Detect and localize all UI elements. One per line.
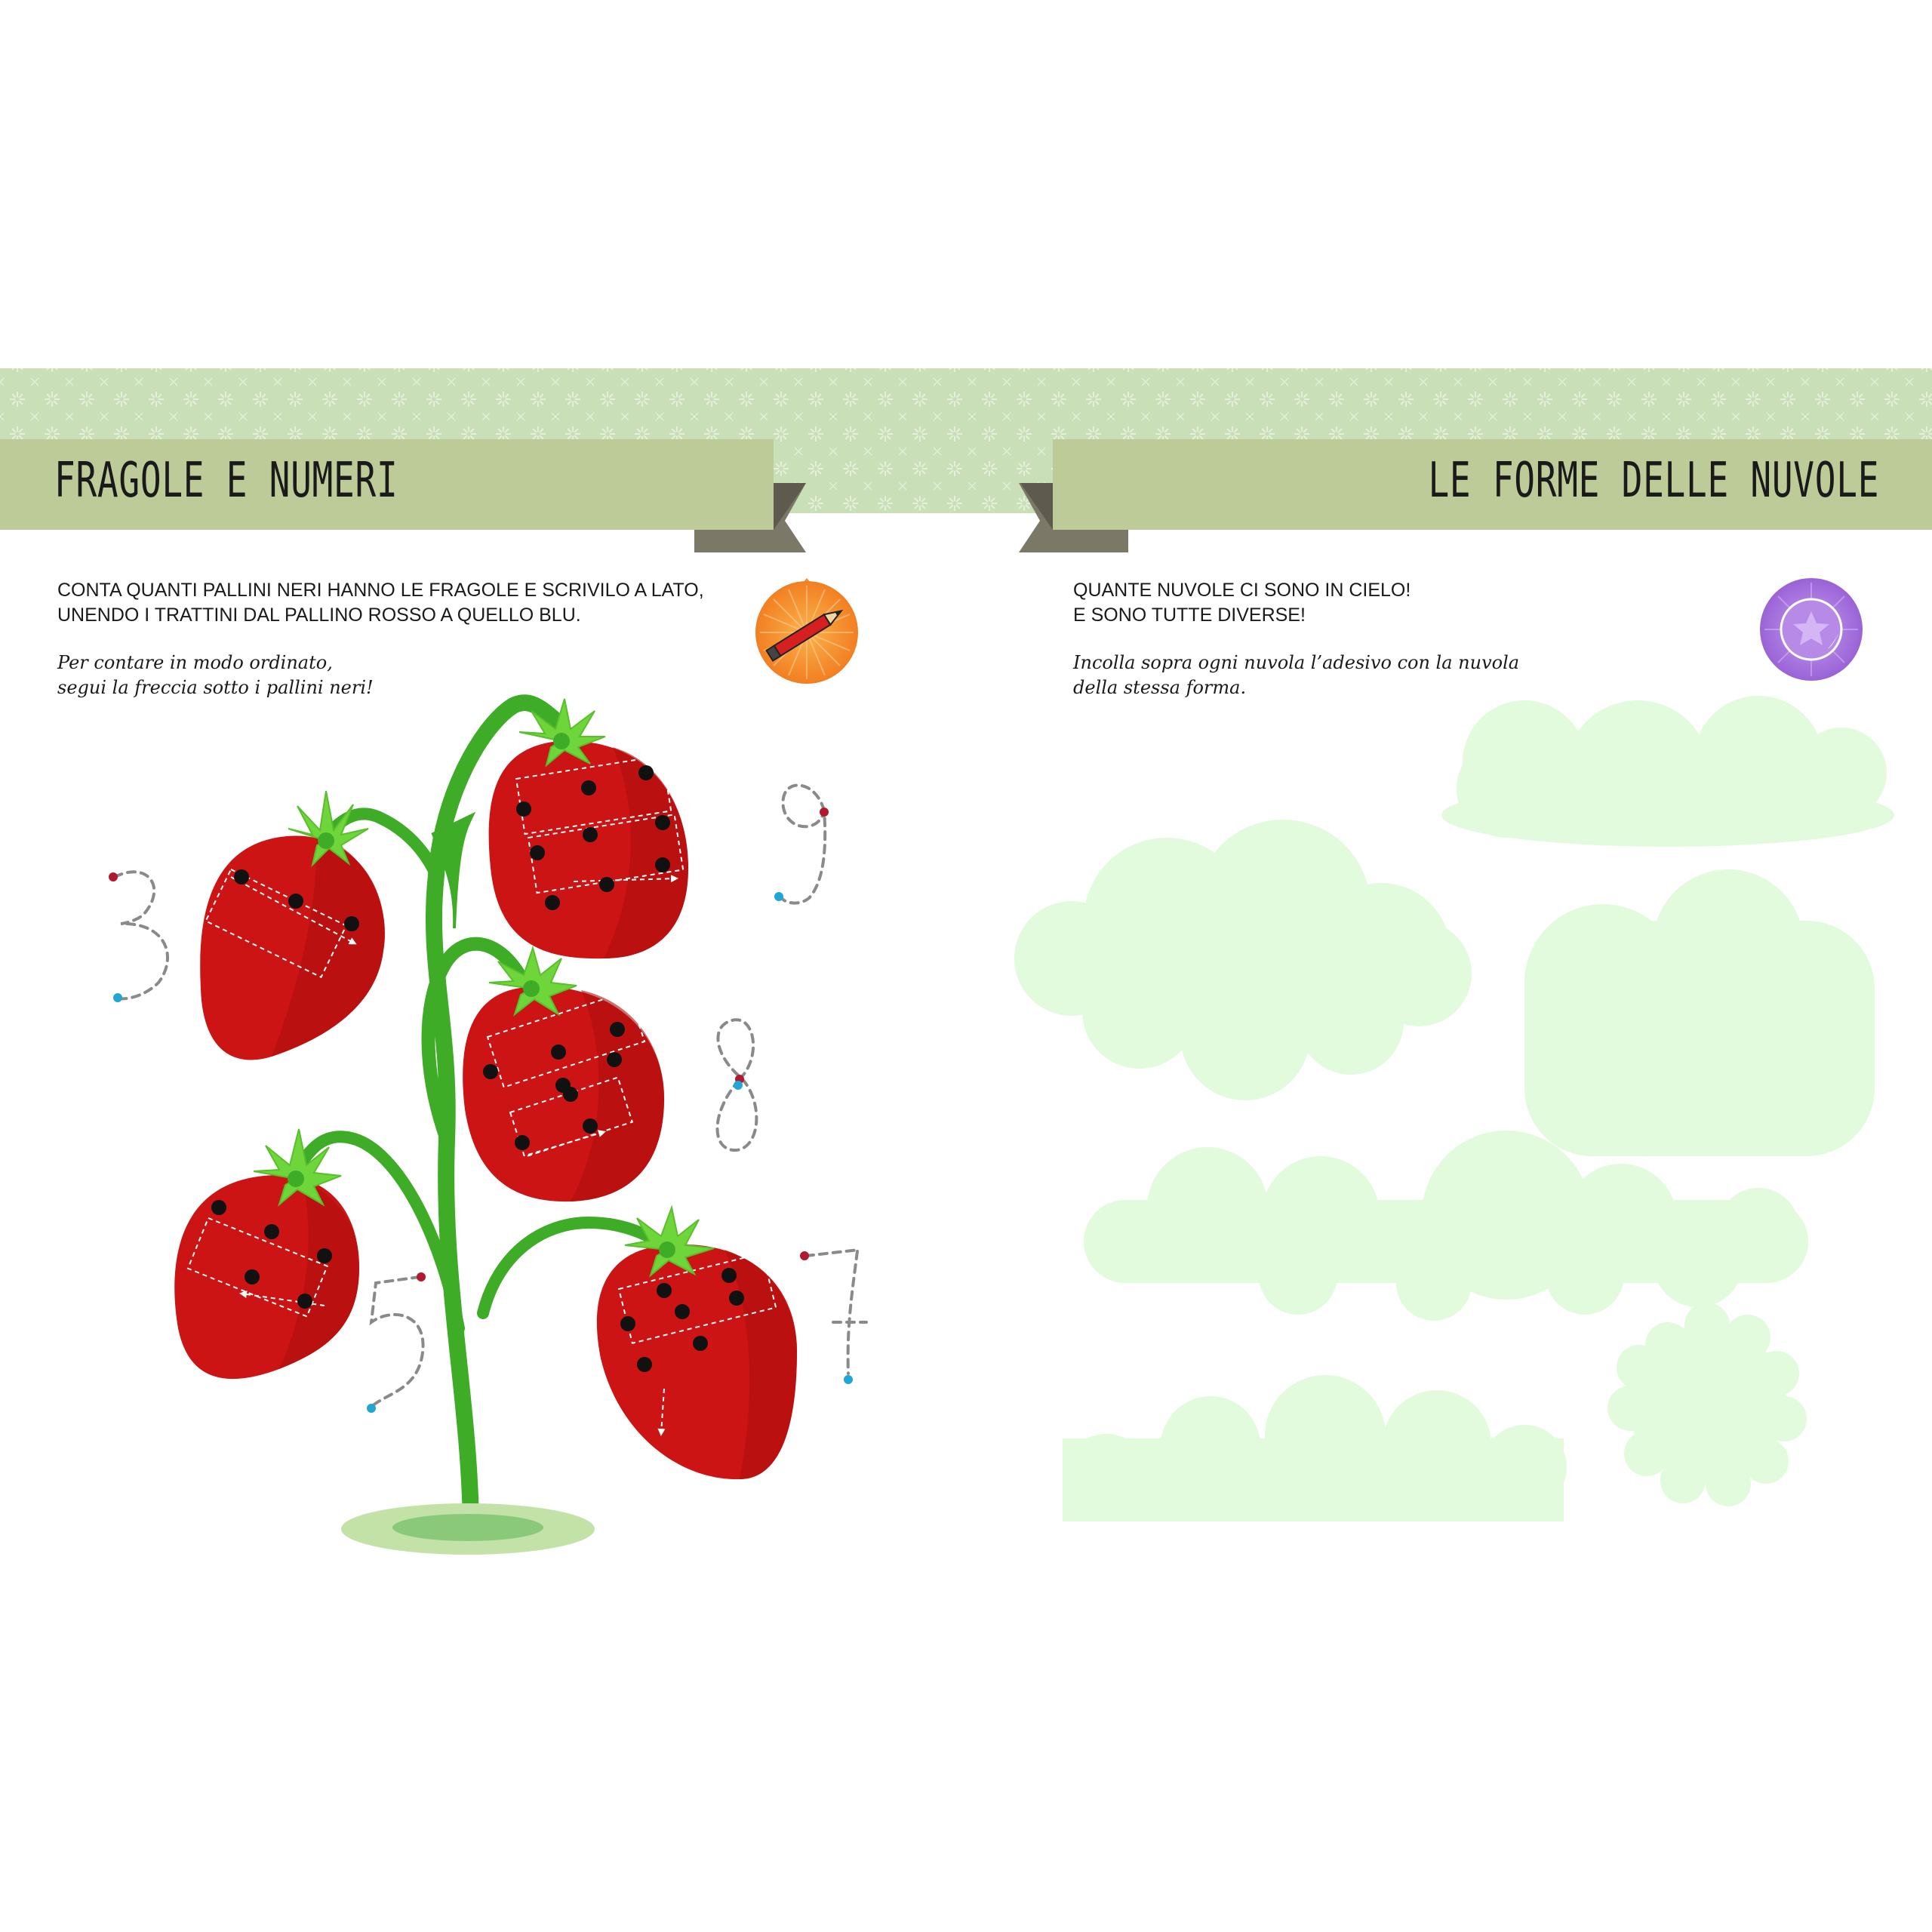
cloud-long-middle [1084, 1131, 1808, 1321]
left-hint-text: Per contare in modo ordinato, segui la f… [57, 652, 374, 698]
strawberry-bottom-left [174, 1175, 359, 1380]
cloud-left-large [1014, 820, 1472, 1100]
strawberry-top-right [488, 740, 688, 959]
strawberry-seeds [211, 765, 744, 1372]
sticker-star-icon [1760, 578, 1863, 681]
cloud-top-right [1441, 696, 1894, 847]
pencil-icon [755, 578, 858, 684]
right-title-ribbon [1019, 439, 1932, 552]
cloud-right-tall [1524, 869, 1875, 1156]
trace-end-dots [113, 892, 853, 1413]
cloud-scalloped-small [1607, 1303, 1807, 1506]
strawberry-top-left [200, 835, 386, 1060]
right-instruction-text: QUANTE NUVOLE CI SONO IN CIELO! E SONO T… [1073, 580, 1411, 626]
cloud-silhouettes [1014, 696, 1894, 1521]
right-hint-text: Incolla sopra ogni nuvola l’adesivo con … [1073, 652, 1520, 698]
plant-stem [287, 694, 678, 1534]
strawberry-bottom-right [596, 1244, 797, 1480]
cloud-flat-bottom [1063, 1375, 1567, 1521]
page-title-right: LE FORME DELLE NUVOLE [1428, 453, 1879, 509]
left-instruction-text: CONTA QUANTI PALLINI NERI HANNO LE FRAGO… [57, 580, 704, 626]
strawberry-leaves [253, 698, 715, 1278]
trace-start-dots [109, 808, 829, 1281]
plant-base [341, 1503, 595, 1555]
left-title-ribbon [0, 439, 806, 552]
page-title-left: FRAGOLE E NUMERI [54, 453, 398, 509]
